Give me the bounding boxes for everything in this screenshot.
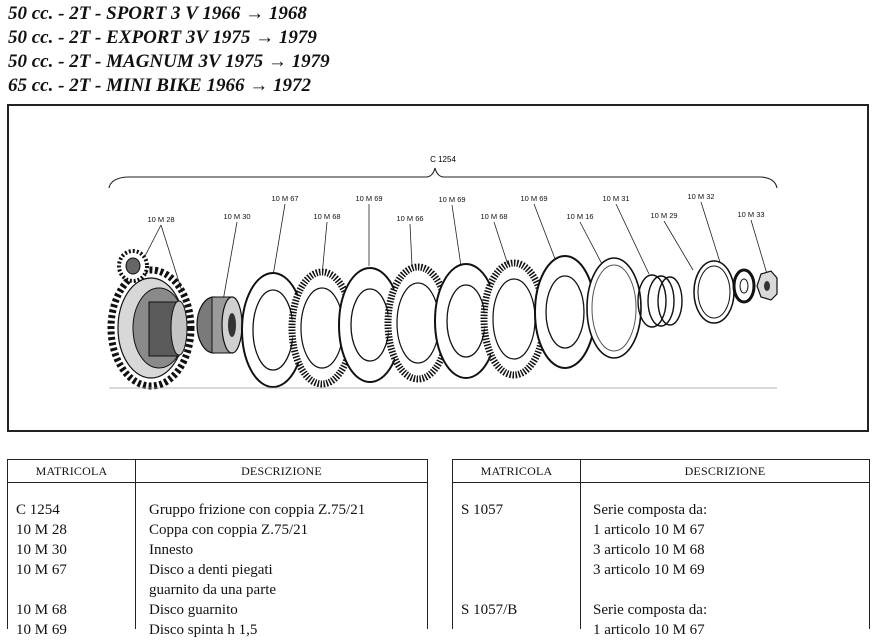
description-cell: Disco a denti piegati <box>149 562 273 578</box>
code-cell: 10 M 28 <box>16 522 67 538</box>
header-descrizione: DESCRIZIONE <box>684 464 766 478</box>
table-row: 1 articolo 10 M 67 <box>453 620 869 640</box>
parts-table-left: MATRICOLA DESCRIZIONE C 1254 Gruppo friz… <box>7 459 428 638</box>
description-cell: Disco spinta h 1,5 <box>149 622 258 638</box>
table-right-header: MATRICOLA DESCRIZIONE <box>453 460 869 483</box>
code-cell: 10 M 67 <box>16 562 67 578</box>
label-10m32: 10 M 32 <box>687 192 714 201</box>
clutch-basket-part <box>107 249 195 390</box>
description-cell: Disco guarnito <box>149 602 238 618</box>
table-row: S 1057/B Serie composta da: <box>453 600 869 620</box>
description-cell: 1 articolo 10 M 67 <box>593 622 705 638</box>
table-left-header: MATRICOLA DESCRIZIONE <box>8 460 427 483</box>
code-cell: 10 M 68 <box>16 602 67 618</box>
description-cell: Serie composta da: <box>593 602 708 618</box>
description-cell: 3 articolo 10 M 68 <box>593 542 705 558</box>
parts-table-right: MATRICOLA DESCRIZIONE S 1057 Serie compo… <box>452 459 870 638</box>
code-cell: S 1057 <box>461 502 504 518</box>
table-row: 3 articolo 10 M 68 <box>453 540 869 560</box>
description-cell: Serie composta da: <box>593 502 708 518</box>
heading-sport-3v: 50 cc. - 2T - SPORT 3 V 1966 → 1968 <box>8 3 307 24</box>
table-row: guarnito da una parte <box>8 580 427 600</box>
heading-export-3v: 50 cc. - 2T - EXPORT 3V 1975 → 1979 <box>8 27 317 48</box>
label-10m16: 10 M 16 <box>566 212 593 221</box>
description-cell: Gruppo frizione con coppia Z.75/21 <box>149 502 366 518</box>
code-cell: 10 M 69 <box>16 622 67 638</box>
description-cell: guarnito da una parte <box>149 582 277 598</box>
label-10m33: 10 M 33 <box>737 210 764 219</box>
column-separator <box>580 460 581 629</box>
label-c1254: C 1254 <box>430 155 456 164</box>
clutch-plate-stack <box>241 255 642 388</box>
table-row: 10 M 30 Innesto <box>8 540 427 560</box>
header-matricola: MATRICOLA <box>35 464 108 478</box>
header-matricola: MATRICOLA <box>480 464 553 478</box>
header-descrizione: DESCRIZIONE <box>241 464 322 478</box>
table-row <box>453 580 869 600</box>
table-row: 10 M 67 Disco a denti piegati <box>8 560 427 580</box>
code-cell: S 1057/B <box>461 602 518 618</box>
assembly-brace <box>108 167 778 189</box>
clutch-hub-part <box>196 296 243 354</box>
label-10m30: 10 M 30 <box>223 212 250 221</box>
table-row: 10 M 68 Disco guarnito <box>8 600 427 620</box>
heading-magnum-3v: 50 cc. - 2T - MAGNUM 3V 1975 → 1979 <box>8 51 330 72</box>
table-row: 1 articolo 10 M 67 <box>453 520 869 540</box>
label-10m69: 10 M 69 <box>355 194 382 203</box>
description-cell: 1 articolo 10 M 67 <box>593 522 705 538</box>
description-cell: 3 articolo 10 M 69 <box>593 562 705 578</box>
label-10m69-c: 10 M 69 <box>520 194 547 203</box>
label-10m28: 10 M 28 <box>147 215 174 224</box>
table-row: C 1254 Gruppo frizione con coppia Z.75/2… <box>8 500 427 520</box>
table-row: 10 M 69 Disco spinta h 1,5 <box>8 620 427 640</box>
table-row: S 1057 Serie composta da: <box>453 500 869 520</box>
label-10m29: 10 M 29 <box>650 211 677 220</box>
column-separator <box>135 460 136 629</box>
heading-mini-bike: 65 cc. - 2T - MINI BIKE 1966 → 1972 <box>8 75 311 96</box>
exploded-clutch-diagram: C 1254 10 M 28 10 M 30 10 M 67 10 M 68 1… <box>7 104 869 432</box>
label-10m68-b: 10 M 68 <box>480 212 507 221</box>
code-cell: 10 M 30 <box>16 542 67 558</box>
table-row: 3 articolo 10 M 69 <box>453 560 869 580</box>
label-10m68: 10 M 68 <box>313 212 340 221</box>
label-10m69-b: 10 M 69 <box>438 195 465 204</box>
description-cell: Coppa con coppia Z.75/21 <box>149 522 309 538</box>
table-row: 10 M 28 Coppa con coppia Z.75/21 <box>8 520 427 540</box>
label-10m31: 10 M 31 <box>602 194 629 203</box>
label-10m67: 10 M 67 <box>271 194 298 203</box>
clutch-illustration: C 1254 10 M 28 10 M 30 10 M 67 10 M 68 1… <box>107 155 778 390</box>
description-cell: Innesto <box>149 542 194 558</box>
label-10m66: 10 M 66 <box>396 214 423 223</box>
code-cell: C 1254 <box>16 502 60 518</box>
model-headings: 50 cc. - 2T - SPORT 3 V 1966 → 1968 50 c… <box>8 2 330 98</box>
spring-washer-nut-parts <box>637 260 778 328</box>
